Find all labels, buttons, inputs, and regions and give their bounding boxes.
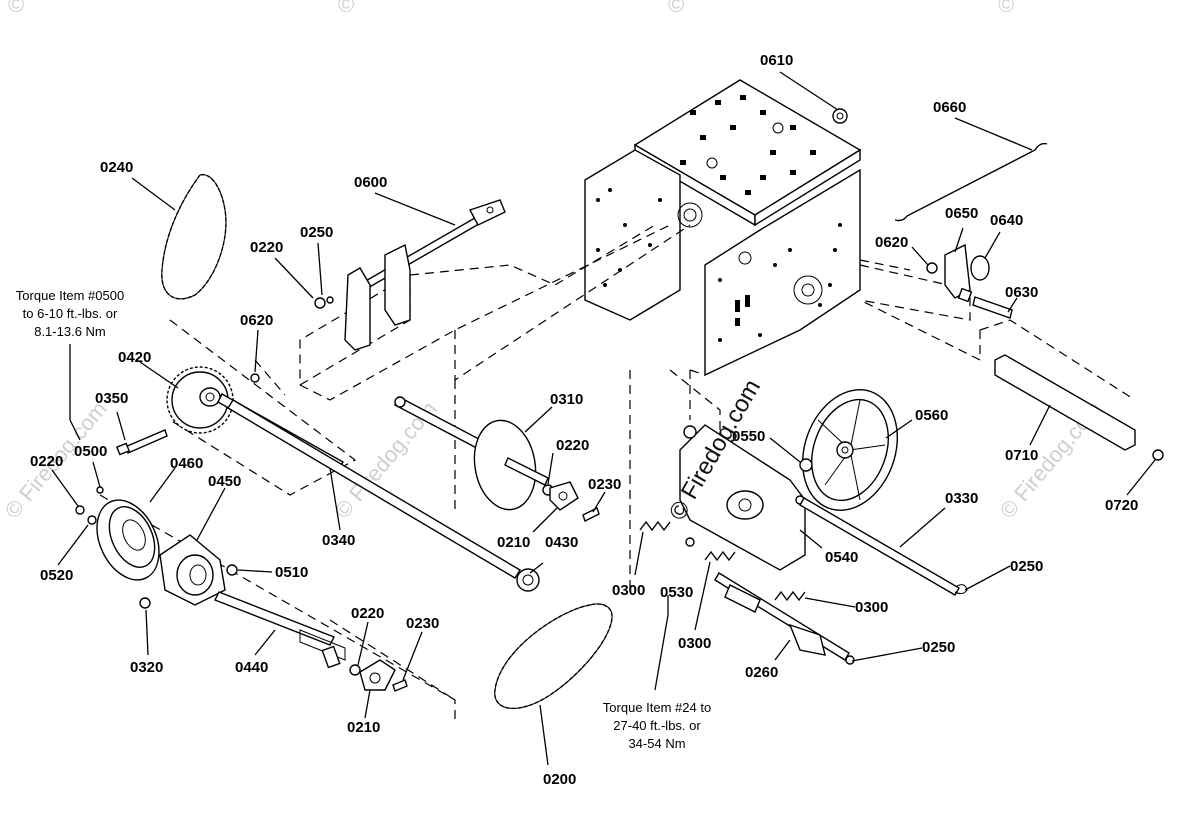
rod-0260 bbox=[714, 572, 855, 665]
label-0640: 0640 bbox=[990, 212, 1023, 229]
bracket-0650 bbox=[926, 243, 1013, 319]
label-0450: 0450 bbox=[208, 473, 241, 490]
torque-note-0500: Torque Item #0500 to 6-10 ft.-lbs. or 8.… bbox=[16, 288, 124, 339]
note-line: 34-54 Nm bbox=[628, 736, 685, 751]
label-0200: 0200 bbox=[543, 771, 576, 788]
label-0430: 0430 bbox=[545, 534, 578, 551]
label-0420: 0420 bbox=[118, 349, 151, 366]
label-0460: 0460 bbox=[170, 455, 203, 472]
label-0620: 0620 bbox=[240, 312, 273, 329]
label-0220: 0220 bbox=[556, 437, 589, 454]
note-line: 27-40 ft.-lbs. or bbox=[613, 718, 701, 733]
bracket-0710 bbox=[994, 354, 1164, 461]
springs-0300 bbox=[639, 520, 806, 602]
frame-housing bbox=[584, 79, 862, 377]
label-0260: 0260 bbox=[745, 664, 778, 681]
label-0610: 0610 bbox=[760, 52, 793, 69]
shaft-0330 bbox=[799, 497, 968, 596]
label-0500: 0500 bbox=[74, 443, 107, 460]
part-labels: 0610 0660 0240 0600 0250 0220 0650 0640 … bbox=[30, 52, 1138, 788]
label-0300: 0300 bbox=[855, 599, 888, 616]
label-0340: 0340 bbox=[322, 532, 355, 549]
watermark-corner: © bbox=[338, 0, 354, 17]
label-0300: 0300 bbox=[678, 635, 711, 652]
label-0320: 0320 bbox=[130, 659, 163, 676]
label-0530: 0530 bbox=[660, 584, 693, 601]
shaft-0600 bbox=[314, 199, 506, 351]
label-0510: 0510 bbox=[275, 564, 308, 581]
chain-0240 bbox=[161, 174, 227, 300]
label-0660: 0660 bbox=[933, 99, 966, 116]
label-0250: 0250 bbox=[1010, 558, 1043, 575]
chain-0200 bbox=[494, 603, 613, 709]
label-0710: 0710 bbox=[1005, 447, 1038, 464]
torque-note-24: Torque Item #24 to 27-40 ft.-lbs. or 34-… bbox=[603, 700, 711, 751]
label-0220: 0220 bbox=[250, 239, 283, 256]
label-0230: 0230 bbox=[588, 476, 621, 493]
label-0220: 0220 bbox=[351, 605, 384, 622]
shaft-0340 bbox=[227, 399, 540, 592]
label-0230: 0230 bbox=[406, 615, 439, 632]
label-0550: 0550 bbox=[732, 428, 765, 445]
label-0650: 0650 bbox=[945, 205, 978, 222]
label-0250: 0250 bbox=[922, 639, 955, 656]
label-0300: 0300 bbox=[612, 582, 645, 599]
label-0600: 0600 bbox=[354, 174, 387, 191]
watermark-corner: © bbox=[998, 0, 1014, 17]
wheel-0560 bbox=[799, 389, 899, 511]
pulley-0460 bbox=[75, 486, 160, 581]
watermark-corner: © bbox=[8, 0, 24, 17]
label-0310: 0310 bbox=[550, 391, 583, 408]
label-0520: 0520 bbox=[40, 567, 73, 584]
note-line: 8.1-13.6 Nm bbox=[34, 324, 106, 339]
leader-lines bbox=[51, 71, 1156, 766]
shaft-0440 bbox=[214, 591, 408, 692]
disc-0310 bbox=[394, 396, 600, 522]
note-line: Torque Item #0500 bbox=[16, 288, 124, 303]
label-0560: 0560 bbox=[915, 407, 948, 424]
note-line: to 6-10 ft.-lbs. or bbox=[23, 306, 118, 321]
label-0720: 0720 bbox=[1105, 497, 1138, 514]
label-0540: 0540 bbox=[825, 549, 858, 566]
label-0240: 0240 bbox=[100, 159, 133, 176]
label-0620: 0620 bbox=[875, 234, 908, 251]
label-0440: 0440 bbox=[235, 659, 268, 676]
label-0330: 0330 bbox=[945, 490, 978, 507]
note-line: Torque Item #24 to bbox=[603, 700, 711, 715]
label-0250: 0250 bbox=[300, 224, 333, 241]
watermark-corner: © bbox=[668, 0, 684, 17]
bearing-0450 bbox=[139, 534, 238, 609]
label-0220: 0220 bbox=[30, 453, 63, 470]
label-0630: 0630 bbox=[1005, 284, 1038, 301]
label-0210: 0210 bbox=[497, 534, 530, 551]
label-0350: 0350 bbox=[95, 390, 128, 407]
cable-0660 bbox=[894, 142, 1048, 222]
label-0210: 0210 bbox=[347, 719, 380, 736]
